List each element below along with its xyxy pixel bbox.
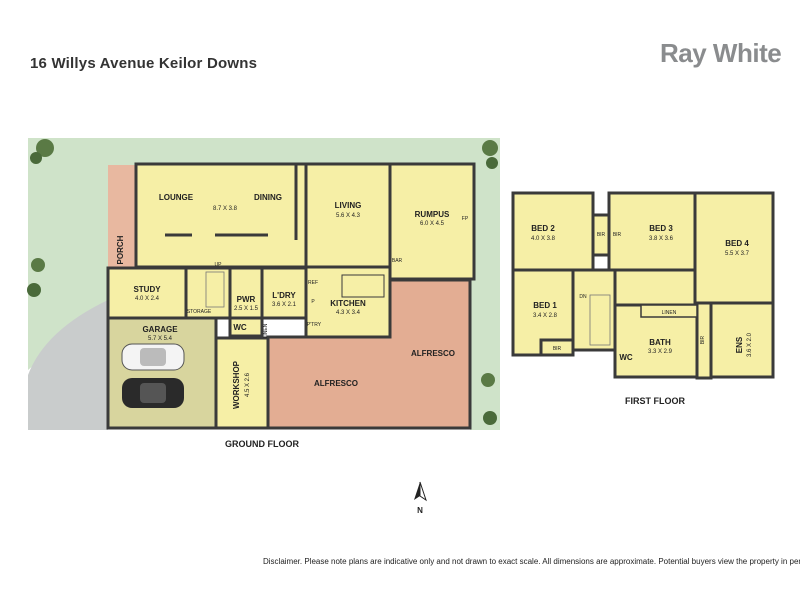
- label-dining: DINING: [254, 193, 282, 202]
- label-ptry: P'TRY: [307, 322, 322, 328]
- room-bed3: [607, 191, 697, 272]
- label-linen: LINEN: [662, 310, 677, 316]
- label-study-dims: 4.0 X 2.4: [135, 296, 160, 302]
- label-ldry: L'DRY: [272, 291, 296, 300]
- room-stair-landing: [571, 268, 617, 352]
- label-kitchen: KITCHEN: [330, 299, 366, 308]
- label-bir-bed3: BIR: [613, 232, 622, 238]
- label-bed4: BED 4: [725, 239, 749, 248]
- label-alfresco-1: ALFRESCO: [314, 379, 358, 388]
- label-bir-bed4: BIR: [700, 335, 706, 344]
- label-living: LIVING: [335, 201, 362, 210]
- label-ref: REF: [308, 280, 318, 286]
- ray-white-logo: Ray White: [660, 38, 782, 68]
- label-ens: ENS: [735, 336, 744, 353]
- first-floor-stair-treads: [589, 294, 611, 346]
- car-icons: [121, 343, 185, 408]
- label-bed1: BED 1: [533, 301, 557, 310]
- driveway: [28, 300, 108, 430]
- label-lounge-dining-dims: 8.7 X 3.8: [213, 206, 238, 212]
- label-bar: BAR: [392, 258, 403, 264]
- label-bath-dims: 3.3 X 2.9: [648, 349, 673, 355]
- label-dn: DN: [579, 294, 587, 300]
- label-storage: STORAGE: [187, 309, 212, 315]
- label-bir-bed2: BIR: [597, 232, 606, 238]
- room-kitchen: [304, 265, 392, 339]
- room-stair-storage: [184, 266, 232, 320]
- room-workshop: [214, 336, 270, 430]
- property-address: 16 Willys Avenue Keilor Downs: [30, 55, 258, 72]
- stair-treads: [205, 271, 225, 308]
- room-rumpus: [388, 162, 476, 281]
- label-workshop-dims: 4.5 X 2.6: [245, 372, 251, 397]
- alfresco-area: [266, 278, 472, 430]
- north-arrow-icon: [414, 481, 427, 502]
- label-ldry-dims: 3.6 X 2.1: [272, 302, 297, 308]
- label-rumpus: RUMPUS: [415, 210, 450, 219]
- linen-cupboard: [640, 304, 698, 318]
- room-ldry: [260, 266, 308, 320]
- label-bed3: BED 3: [649, 224, 673, 233]
- label-compass-n: N: [417, 506, 423, 515]
- label-study: STUDY: [133, 285, 161, 294]
- label-bed2: BED 2: [531, 224, 555, 233]
- label-garage-dims: 5.7 X 5.4: [148, 336, 173, 342]
- room-ens: [709, 301, 775, 379]
- room-bir-bed1: [539, 338, 575, 357]
- label-pantry-p: P: [311, 299, 315, 305]
- label-ground-floor: GROUND FLOOR: [225, 439, 299, 449]
- label-bath: BATH: [649, 338, 671, 347]
- label-porch: PORCH: [116, 235, 125, 264]
- label-living-dims: 5.6 X 4.3: [336, 213, 361, 219]
- label-bed1-dims: 3.4 X 2.8: [533, 313, 558, 319]
- porch-area: [108, 165, 138, 270]
- label-pwr-dims: 2.5 X 1.5: [234, 306, 259, 312]
- label-wc-ground: WC: [233, 323, 247, 332]
- label-workshop: WORKSHOP: [232, 360, 241, 409]
- label-up: UP: [215, 262, 223, 268]
- label-kitchen-dims: 4.3 X 3.4: [336, 310, 361, 316]
- label-first-floor: FIRST FLOOR: [625, 396, 685, 406]
- label-rumpus-dims: 6.0 X 4.5: [420, 221, 445, 227]
- label-alfresco-2: ALFRESCO: [411, 349, 455, 358]
- label-bed4-dims: 5.5 X 3.7: [725, 251, 750, 257]
- room-landing: [613, 268, 697, 307]
- room-living: [304, 162, 392, 269]
- label-fp: FP: [462, 216, 469, 222]
- tree-icons: [27, 139, 498, 425]
- label-ens-dims: 3.6 X 2.0: [747, 332, 753, 357]
- label-wc-first: WC: [619, 353, 633, 362]
- label-pwr: PWR: [237, 295, 256, 304]
- room-lounge-dining: [134, 162, 308, 269]
- room-bed4: [693, 191, 775, 305]
- disclaimer-text: Disclaimer. Please note plans are indica…: [263, 557, 800, 566]
- room-study: [106, 266, 188, 320]
- kitchen-island: [341, 274, 385, 298]
- room-garage: [106, 316, 218, 430]
- room-wc: [228, 316, 264, 338]
- label-linen-ground: LINEN: [263, 323, 269, 338]
- label-bed2-dims: 4.0 X 3.8: [531, 236, 556, 242]
- label-bed3-dims: 3.8 X 3.6: [649, 236, 674, 242]
- label-lounge: LOUNGE: [159, 193, 194, 202]
- label-garage: GARAGE: [142, 325, 178, 334]
- room-bed2: [511, 191, 595, 272]
- label-bir-bed1: BIR: [553, 346, 562, 352]
